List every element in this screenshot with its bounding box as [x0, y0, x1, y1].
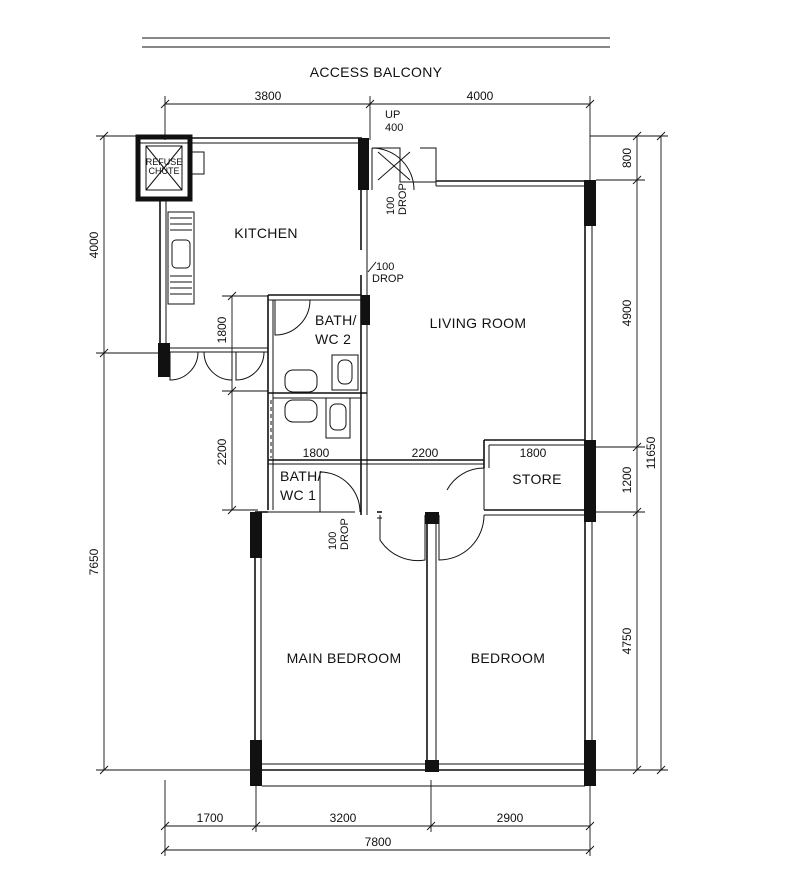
- left-dimension-line: 4000 7650: [87, 131, 255, 775]
- kitchen-drop-100: 100: [376, 261, 394, 273]
- bath-wc2-label-2: WC 2: [315, 331, 351, 347]
- right-dimension-line: 800 4900 1200 4750 11650: [590, 131, 668, 775]
- dim-bottom-1700: 1700: [197, 811, 224, 825]
- dim-top-4000: 4000: [467, 89, 494, 103]
- bath-drop-100: 100: [327, 532, 339, 550]
- bath-drop-label: DROP: [339, 518, 351, 550]
- kitchen-label: KITCHEN: [234, 225, 298, 241]
- bottom-dimension-line: 1700 3200 2900 7800: [160, 780, 595, 856]
- level-notes: UP 400 100 DROP 100 DROP 100 DROP: [327, 109, 409, 550]
- dim-right-4900: 4900: [620, 299, 634, 326]
- doors: [169, 147, 485, 562]
- kitchen-drop-label: DROP: [372, 273, 404, 285]
- access-balcony: ACCESS BALCONY: [142, 37, 610, 80]
- dim-right-800: 800: [620, 148, 634, 168]
- dim-top-3800: 3800: [255, 89, 282, 103]
- refuse-chute: REFUSE CHUTE: [135, 134, 205, 202]
- living-room-label: LIVING ROOM: [430, 315, 527, 331]
- bath-wc1-label-2: WC 1: [280, 487, 316, 503]
- dim-bath-1800a: 1800: [303, 446, 330, 460]
- bath-wc1-label-1: BATH/: [280, 468, 322, 484]
- bath-wc2-label-1: BATH/: [315, 312, 357, 328]
- dim-right-total: 11650: [644, 436, 658, 469]
- dim-bath-2200: 2200: [412, 446, 439, 460]
- entrance-drop-label: DROP: [397, 183, 409, 215]
- structural-columns: [158, 138, 596, 786]
- bath-row-dimensions: 1800 2200 1800: [303, 446, 547, 460]
- entrance-drop-100: 100: [385, 197, 397, 215]
- room-labels: KITCHEN LIVING ROOM BATH/ WC 2 BATH/ WC …: [234, 225, 561, 666]
- dim-bath-1800b: 1800: [520, 446, 547, 460]
- kitchen-sink: [167, 211, 195, 305]
- store-label: STORE: [512, 471, 561, 487]
- dim-inner-2200: 2200: [215, 438, 229, 465]
- dim-right-4750: 4750: [620, 627, 634, 654]
- access-balcony-label: ACCESS BALCONY: [310, 64, 443, 80]
- bath-fixtures: [270, 354, 359, 458]
- refuse-chute-label-2: CHUTE: [149, 166, 180, 176]
- dim-left-7650: 7650: [87, 548, 101, 575]
- top-dimension-line: 3800 4000: [160, 89, 595, 180]
- dim-inner-1800: 1800: [215, 316, 229, 343]
- dim-left-4000: 4000: [87, 231, 101, 258]
- bedroom-label: BEDROOM: [471, 650, 545, 666]
- dim-bottom-3200: 3200: [330, 811, 357, 825]
- dim-right-1200: 1200: [620, 466, 634, 493]
- refuse-chute-label-1: REFUSE: [146, 157, 183, 167]
- walls: [140, 137, 593, 787]
- left-inner-dimension-line: 1800 2200: [215, 291, 268, 515]
- dim-bottom-total: 7800: [365, 835, 392, 849]
- dim-bottom-2900: 2900: [497, 811, 524, 825]
- up-400-label: 400: [385, 122, 403, 134]
- main-bedroom-label: MAIN BEDROOM: [287, 650, 402, 666]
- up-label: UP: [385, 109, 400, 121]
